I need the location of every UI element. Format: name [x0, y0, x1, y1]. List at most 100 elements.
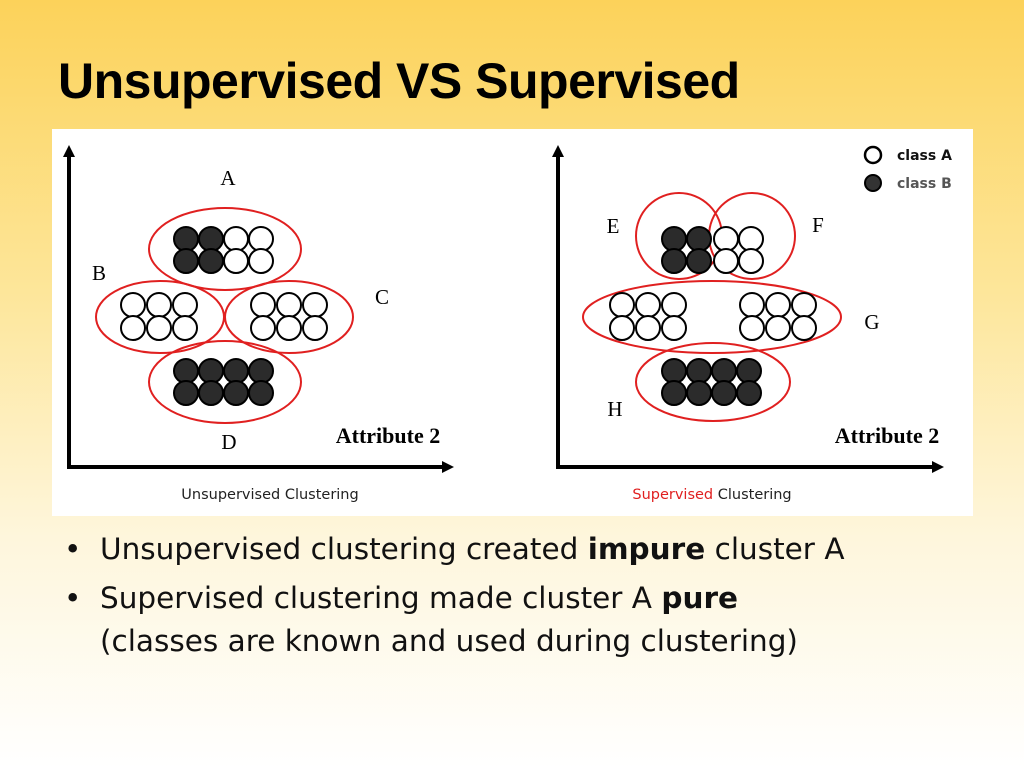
- class-a-point: [738, 248, 764, 274]
- class-b-point: [736, 380, 762, 406]
- class-a-point: [120, 315, 146, 341]
- unsupervised-panel: A B C D Attribute 2 Unsupervised Cluster…: [63, 145, 454, 503]
- supervised-panel: E F G H Attribute 2 Supervised Clusterin…: [552, 145, 944, 503]
- cluster-c-label: C: [375, 285, 389, 309]
- cluster-f-points: [713, 226, 764, 274]
- cluster-a-label: A: [220, 166, 236, 190]
- class-b-point: [686, 380, 712, 406]
- cluster-e-points: [661, 226, 712, 274]
- cluster-g-label: G: [864, 310, 879, 334]
- cluster-h-outline: [635, 342, 791, 422]
- right-caption-highlight: Supervised: [632, 487, 713, 503]
- class-a-point: [739, 315, 765, 341]
- class-a-point: [765, 315, 791, 341]
- class-a-point: [172, 315, 198, 341]
- class-a-point: [635, 315, 661, 341]
- class-a-legend-icon: [863, 145, 883, 165]
- class-a-point: [609, 292, 635, 318]
- bullet-text-post: cluster A: [705, 532, 845, 566]
- class-b-point: [248, 380, 274, 406]
- class-a-point: [302, 292, 328, 318]
- class-b-point: [736, 358, 762, 384]
- class-b-point: [173, 380, 199, 406]
- cluster-e-label: E: [607, 214, 620, 238]
- bullet-list: •Unsupervised clustering created impure …: [60, 528, 1000, 668]
- class-a-point: [146, 315, 172, 341]
- class-a-point: [276, 292, 302, 318]
- bullet-text-bold: impure: [587, 532, 706, 566]
- class-b-point: [223, 380, 249, 406]
- class-b-point: [198, 358, 224, 384]
- class-a-point: [223, 226, 249, 252]
- cluster-c-outline: [224, 280, 354, 354]
- cluster-h-points: [661, 358, 762, 406]
- class-b-legend-label: class B: [897, 176, 952, 192]
- class-b-point: [223, 358, 249, 384]
- cluster-d-label: D: [221, 430, 236, 454]
- class-a-point: [248, 248, 274, 274]
- class-b-point: [248, 358, 274, 384]
- class-a-point: [120, 292, 146, 318]
- class-b-point: [686, 358, 712, 384]
- slide-title: Unsupervised VS Supervised: [58, 53, 740, 109]
- clustering-diagram-svg: A B C D Attribute 2 Unsupervised Cluster…: [63, 145, 952, 503]
- class-a-point: [765, 292, 791, 318]
- cluster-a-outline: [148, 207, 302, 291]
- class-b-point: [711, 358, 737, 384]
- class-b-point: [198, 226, 224, 252]
- class-b-point: [686, 248, 712, 274]
- class-a-point: [250, 292, 276, 318]
- bullet-text-pre: Supervised clustering made cluster A: [100, 580, 662, 615]
- class-a-point: [248, 226, 274, 252]
- class-b-point: [173, 358, 199, 384]
- bullet-item-pure: • Supervised clustering made cluster A pu…: [60, 577, 1000, 663]
- right-caption-rest: Clustering: [713, 487, 792, 503]
- clustering-figure: A B C D Attribute 2 Unsupervised Cluster…: [52, 129, 973, 516]
- cluster-h-label: H: [607, 397, 622, 421]
- class-b-point: [198, 248, 224, 274]
- bullet-text-pre: Unsupervised clustering created: [100, 532, 588, 566]
- class-b-point: [173, 248, 199, 274]
- bullet-text-bold: pure: [661, 580, 739, 615]
- bullet-marker: •: [64, 580, 82, 615]
- right-caption: Supervised Clustering: [632, 487, 791, 503]
- left-axis-label: Attribute 2: [336, 423, 440, 448]
- class-a-point: [661, 292, 687, 318]
- cluster-d-points: [173, 358, 274, 406]
- class-a-point: [635, 292, 661, 318]
- class-a-point: [250, 315, 276, 341]
- cluster-g-outline: [582, 280, 842, 354]
- class-b-point: [661, 248, 687, 274]
- cluster-b-label: B: [92, 261, 106, 285]
- class-a-point: [146, 292, 172, 318]
- class-a-point: [791, 292, 817, 318]
- class-a-point: [276, 315, 302, 341]
- bullet-item-impure: •Unsupervised clustering created impure …: [60, 528, 1000, 571]
- left-caption: Unsupervised Clustering: [181, 487, 358, 503]
- class-a-point: [609, 315, 635, 341]
- cluster-d-outline: [148, 340, 302, 424]
- class-b-point: [661, 226, 687, 252]
- class-a-point: [713, 248, 739, 274]
- class-b-point: [711, 380, 737, 406]
- class-b-point: [198, 380, 224, 406]
- bullet-continuation: (classes are known and used during clust…: [100, 623, 798, 658]
- class-a-legend-label: class A: [897, 148, 952, 164]
- class-a-point: [739, 292, 765, 318]
- legend: class A class B: [863, 145, 952, 192]
- class-a-point: [302, 315, 328, 341]
- class-a-point: [713, 226, 739, 252]
- class-a-point: [791, 315, 817, 341]
- cluster-a-points: [173, 226, 274, 274]
- cluster-b-points: [120, 292, 198, 341]
- class-b-point: [173, 226, 199, 252]
- class-a-point: [661, 315, 687, 341]
- class-a-point: [223, 248, 249, 274]
- cluster-f-label: F: [812, 213, 824, 237]
- class-b-legend-icon: [864, 174, 882, 192]
- bullet-marker: •: [64, 532, 82, 566]
- class-b-point: [661, 380, 687, 406]
- right-axis-label: Attribute 2: [835, 423, 939, 448]
- cluster-g-points: [609, 292, 817, 341]
- class-a-point: [738, 226, 764, 252]
